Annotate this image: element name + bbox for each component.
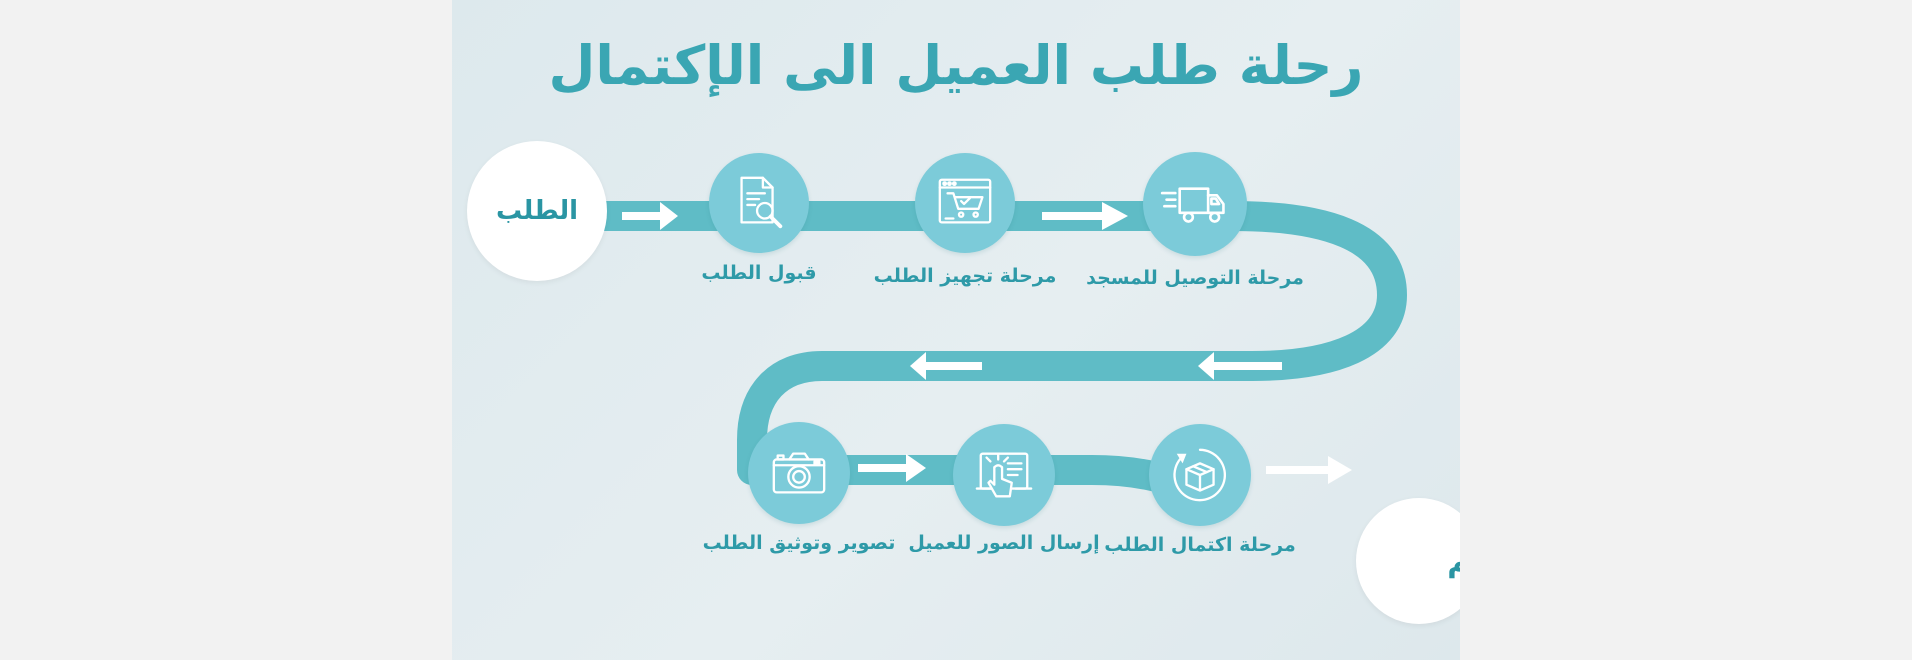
step-label-delivery: مرحلة التوصيل للمسجد xyxy=(1086,267,1304,289)
end-label: تم xyxy=(1447,543,1460,579)
road-track xyxy=(512,201,1407,518)
end-node: تم xyxy=(1356,498,1460,624)
arrow-left-1 xyxy=(1198,352,1282,380)
step-node-complete xyxy=(1149,424,1251,526)
step-node-send xyxy=(953,424,1055,526)
step-label-complete: مرحلة اكتمال الطلب xyxy=(1104,534,1296,556)
package-refresh-icon xyxy=(1173,448,1226,502)
step-label-send: إرسال الصور للعميل xyxy=(908,532,1100,554)
web-cart-icon xyxy=(938,178,992,224)
step-node-accept xyxy=(709,153,809,253)
document-search-icon xyxy=(740,176,783,229)
step-label-prepare: مرحلة تجهيز الطلب xyxy=(873,265,1057,287)
arrow-right-3 xyxy=(858,454,926,482)
step-label-photo: تصوير وتوثيق الطلب xyxy=(702,532,896,554)
touch-screen-icon xyxy=(975,452,1033,498)
diagram-title: رحلة طلب العميل الى الإكتمال xyxy=(548,34,1364,97)
arrow-right-2 xyxy=(1042,202,1128,230)
arrow-right-1 xyxy=(622,202,678,230)
start-node: الطلب xyxy=(467,141,607,281)
delivery-truck-icon xyxy=(1160,187,1225,223)
step-node-photo xyxy=(748,422,850,524)
start-label: الطلب xyxy=(495,196,579,226)
step-node-delivery xyxy=(1143,152,1247,256)
camera-icon xyxy=(772,452,826,494)
arrow-left-2 xyxy=(910,352,982,380)
step-node-prepare xyxy=(915,153,1015,253)
arrow-right-4 xyxy=(1266,456,1352,484)
flow-arrows xyxy=(622,202,1352,484)
road-path xyxy=(512,201,1407,518)
diagram-canvas: رحلة طلب العميل الى الإكتمال xyxy=(452,0,1460,660)
step-label-accept: قبول الطلب xyxy=(701,262,817,284)
